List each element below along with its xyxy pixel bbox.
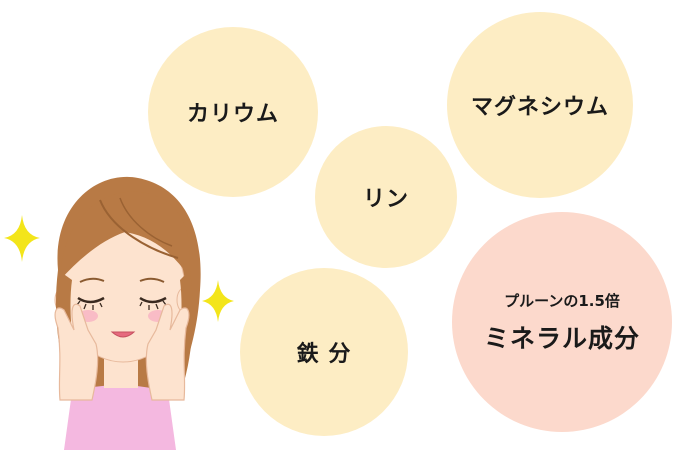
top-clothing — [64, 385, 176, 450]
bubble-mineral-highlight: プルーンの1.5倍 ミネラル成分 — [452, 212, 672, 432]
eye-left — [77, 296, 105, 304]
highlight-subtitle: プルーンの1.5倍 — [504, 291, 620, 310]
mouth — [110, 331, 136, 338]
highlight-title: ミネラル成分 — [483, 323, 640, 353]
sparkle-icon — [4, 215, 40, 262]
bubble-phosphorus-label: リン — [362, 187, 409, 212]
hair-bangs — [60, 191, 190, 280]
bubble-phosphorus: リン — [315, 126, 457, 268]
hand-left — [54, 303, 99, 401]
bubble-potassium: カリウム — [148, 27, 318, 197]
bubble-iron-label: 鉄 分 — [296, 342, 352, 367]
sparkle-icon — [202, 280, 234, 322]
bubble-magnesium: マグネシウム — [447, 12, 633, 198]
bubble-magnesium-label: マグネシウム — [470, 95, 609, 120]
bubble-potassium-label: カリウム — [186, 102, 279, 127]
eye-right — [139, 296, 167, 304]
bubble-iron: 鉄 分 — [240, 268, 408, 436]
hand-right — [145, 303, 190, 401]
